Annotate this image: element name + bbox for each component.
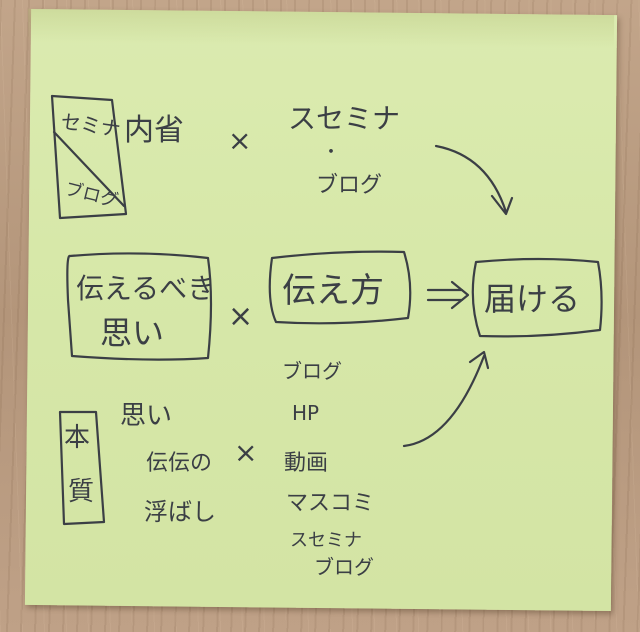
bottom-side-box-text-1: 本 (64, 423, 90, 453)
bottom-item-2: 伝伝の (146, 451, 212, 476)
times-symbol-top: × (228, 124, 251, 157)
bottom-side-box-text-2: 質 (68, 477, 94, 507)
bottom-item-thoughts: 思い (120, 401, 172, 431)
bottom-side-box (58, 410, 106, 526)
curved-arrow-bottom-head (468, 350, 490, 370)
media-video: 動画 (284, 451, 328, 476)
seminar-text-top: スセミナ (288, 102, 400, 135)
reflection-text: 内省 (124, 113, 184, 148)
curved-arrow-top-head (490, 194, 514, 216)
curved-arrow-top (434, 144, 508, 214)
curved-arrow-bottom (402, 354, 486, 448)
dot-separator: ・ (322, 142, 340, 163)
box-method-outline (268, 250, 412, 325)
media-hp: HP (292, 401, 319, 425)
top-side-box-slash (52, 130, 126, 208)
box-thoughts-outline (66, 252, 213, 361)
media-blog-2: ブログ (314, 555, 374, 579)
box-deliver-outline (471, 257, 603, 338)
times-symbol-middle: × (228, 299, 253, 334)
times-symbol-bottom: × (234, 436, 257, 469)
top-side-box (50, 94, 128, 220)
media-blog: ブログ (282, 359, 342, 383)
box-method-text: 伝え方 (282, 271, 384, 311)
box-deliver-text: 届ける (484, 280, 580, 318)
double-arrow (426, 280, 470, 310)
media-seminar: スセミナ (290, 530, 362, 551)
blog-text-top: ブログ (316, 173, 382, 198)
bottom-item-3: 浮ばし (144, 498, 216, 526)
top-side-box-text-2: ブログ (63, 178, 121, 212)
media-mass-media: マスコミ (286, 491, 374, 516)
box-thoughts-line1: 伝えるべき (76, 272, 215, 305)
box-thoughts-line2: 思い (100, 314, 164, 352)
